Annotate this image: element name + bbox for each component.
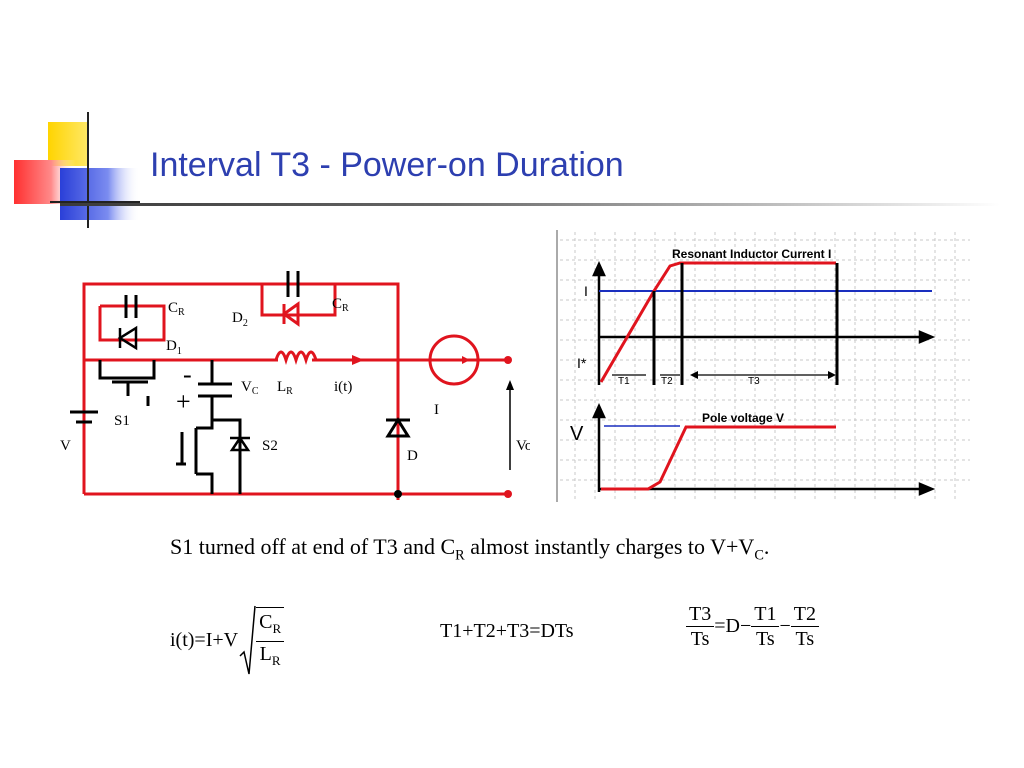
diode-d1 [117, 325, 138, 351]
capacitor-cr-top [286, 271, 300, 297]
logo-decoration [0, 0, 150, 230]
equation-current-lhs: i(t)=I+V [170, 628, 239, 651]
current-arrow [352, 355, 364, 365]
circuit-diagram: CR CR D2 D1 VC LR i(t) S1 S2 V I D Vo - … [60, 271, 530, 500]
inductor-lr [274, 350, 318, 366]
equation-current: i(t)=I+V CR LR [170, 604, 285, 676]
title-divider [60, 203, 1000, 206]
switch-s2 [176, 418, 251, 494]
label-v: V [60, 438, 71, 454]
label-s1: S1 [114, 413, 130, 429]
diode-d [385, 417, 411, 438]
label-vo: Vo [516, 438, 530, 454]
circuit-wires [82, 282, 508, 500]
label-it: i(t) [334, 379, 352, 395]
label-i-source: I [434, 402, 439, 418]
label-s2: S2 [262, 438, 278, 454]
diode-d2 [281, 301, 300, 327]
label-lr: LR [277, 379, 293, 397]
interval-label-t2: T2 [661, 376, 673, 387]
label-d2: D2 [232, 310, 248, 329]
page-title: Interval T3 - Power-on Duration [150, 146, 624, 184]
label-minus: - [183, 360, 192, 389]
top-plot-axes [592, 260, 936, 385]
pole-voltage-trace [601, 425, 836, 491]
sqrt-icon [238, 604, 256, 676]
current-source [428, 334, 480, 386]
caption: S1 turned off at end of T3 and CR almost… [170, 534, 770, 564]
label-plus: + [176, 387, 191, 416]
top-plot-label-i: I [584, 283, 588, 299]
label-d1: D1 [166, 338, 182, 357]
bottom-plot-label-v: V [570, 423, 584, 445]
label-cr-left: CR [168, 300, 185, 318]
switch-s1 [98, 360, 156, 406]
capacitor-vc [198, 360, 232, 420]
equation-interval-sum: T1+T2+T3=DTs [440, 620, 574, 642]
waveform-panel: Resonant Inductor Current I I I* T1 T2 T… [556, 230, 970, 502]
top-plot-label-istar: I* [577, 355, 587, 371]
capacitor-cr-left [124, 295, 138, 318]
bottom-plot-title: Pole voltage V [702, 411, 784, 425]
top-plot-title: Resonant Inductor Current I [672, 247, 831, 261]
label-cr-top: CR [332, 296, 349, 314]
label-d: D [407, 448, 418, 464]
interval-label-t3: T3 [748, 376, 760, 387]
bottom-plot-axes [592, 402, 936, 496]
waveform-grid [560, 232, 970, 500]
interval-label-t1: T1 [618, 376, 630, 387]
interval-markers [652, 263, 839, 385]
voltage-source-v [70, 410, 98, 424]
label-vc: VC [241, 379, 259, 397]
inductor-current-trace [599, 261, 836, 383]
